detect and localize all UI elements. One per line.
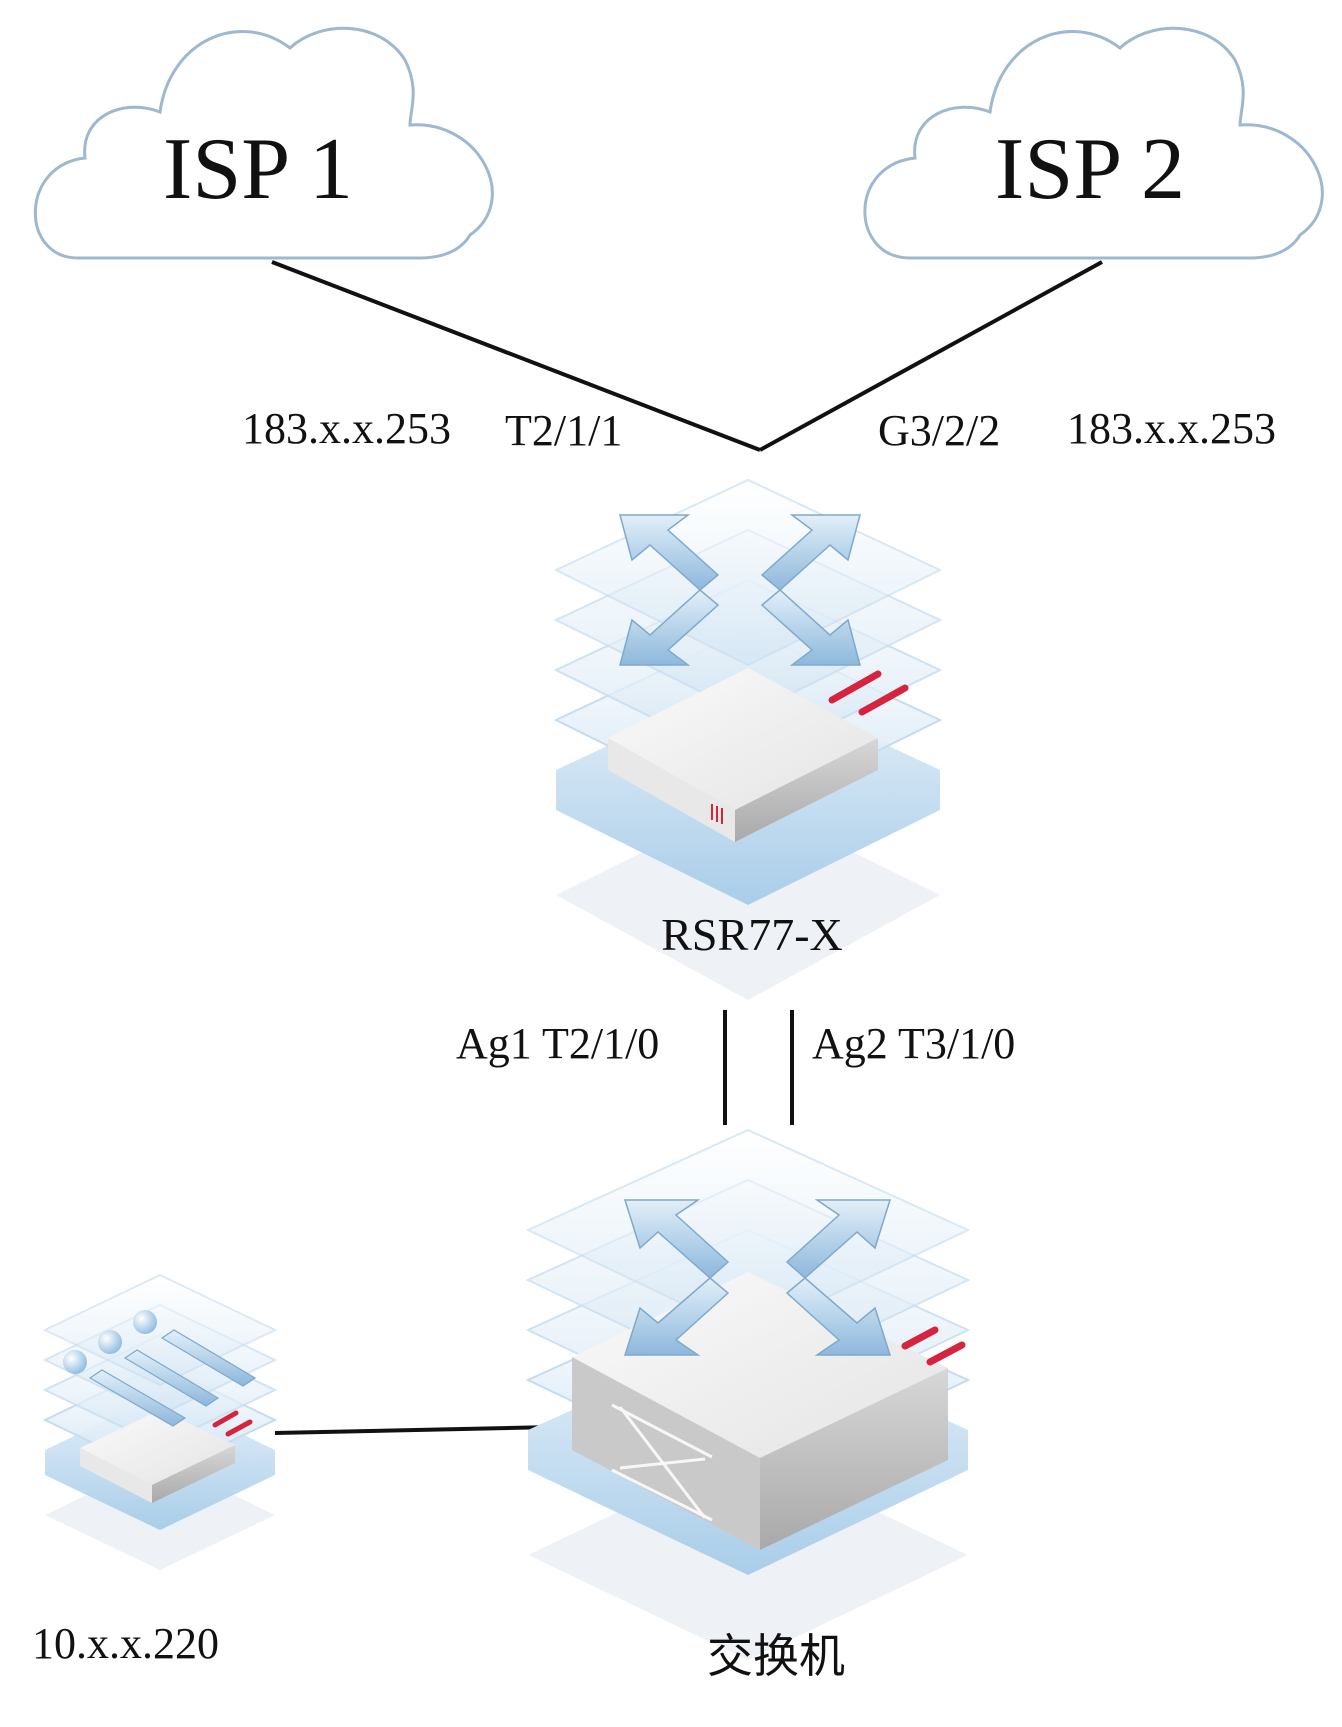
router-arrows-icon	[619, 514, 861, 666]
server-ball-icon	[98, 1330, 122, 1354]
cloud-icon	[33, 26, 494, 260]
connection-lines	[271, 260, 1103, 1435]
router-box-front	[608, 738, 735, 842]
router-accent-lines	[828, 670, 909, 716]
server-box-side	[152, 1445, 235, 1503]
switch-box-front	[572, 1357, 760, 1550]
switch-port-pattern	[611, 1403, 713, 1522]
isp1-label: ISP 1	[163, 121, 353, 218]
isp1-cloud: ISP 1	[33, 26, 494, 260]
switch-label: 交换机	[707, 1631, 845, 1682]
server-accent-lines	[212, 1410, 253, 1437]
router-label: RSR77-X	[661, 909, 842, 960]
isp2-cloud: ISP 2	[863, 26, 1324, 260]
server-device: 10.x.x.220	[32, 1273, 278, 1668]
server-box-top	[80, 1410, 235, 1485]
ag1-label: Ag1 T2/1/0	[456, 1019, 659, 1068]
isp2-label: ISP 2	[995, 121, 1185, 218]
ag2-label: Ag2 T3/1/0	[812, 1019, 1015, 1068]
switch-arrows-icon	[623, 1199, 892, 1356]
isp2-ip-label: 183.x.x.253	[1067, 404, 1276, 453]
link-isp2-router	[759, 260, 1103, 452]
server-box-front	[80, 1448, 152, 1503]
isp1-ip-label: 183.x.x.253	[242, 404, 451, 453]
switch-box-side	[760, 1368, 948, 1550]
link-isp1-router	[271, 260, 761, 452]
server-ball-icon	[133, 1310, 157, 1334]
router-box-side	[735, 738, 878, 842]
isp1-port-label: T2/1/1	[505, 406, 622, 455]
link-server-switch	[274, 1425, 554, 1435]
switch-device: 交换机	[525, 1128, 971, 1682]
server-ip-label: 10.x.x.220	[32, 1619, 219, 1668]
isp2-port-label: G3/2/2	[878, 406, 1000, 455]
server-ball-icon	[63, 1350, 87, 1374]
cloud-icon	[863, 26, 1324, 260]
router-status-icon	[711, 804, 723, 824]
switch-accent-lines	[901, 1326, 966, 1366]
server-stack-icon	[88, 1329, 257, 1427]
router-device: RSR77-X	[553, 478, 943, 1000]
router-box-top	[608, 668, 878, 810]
